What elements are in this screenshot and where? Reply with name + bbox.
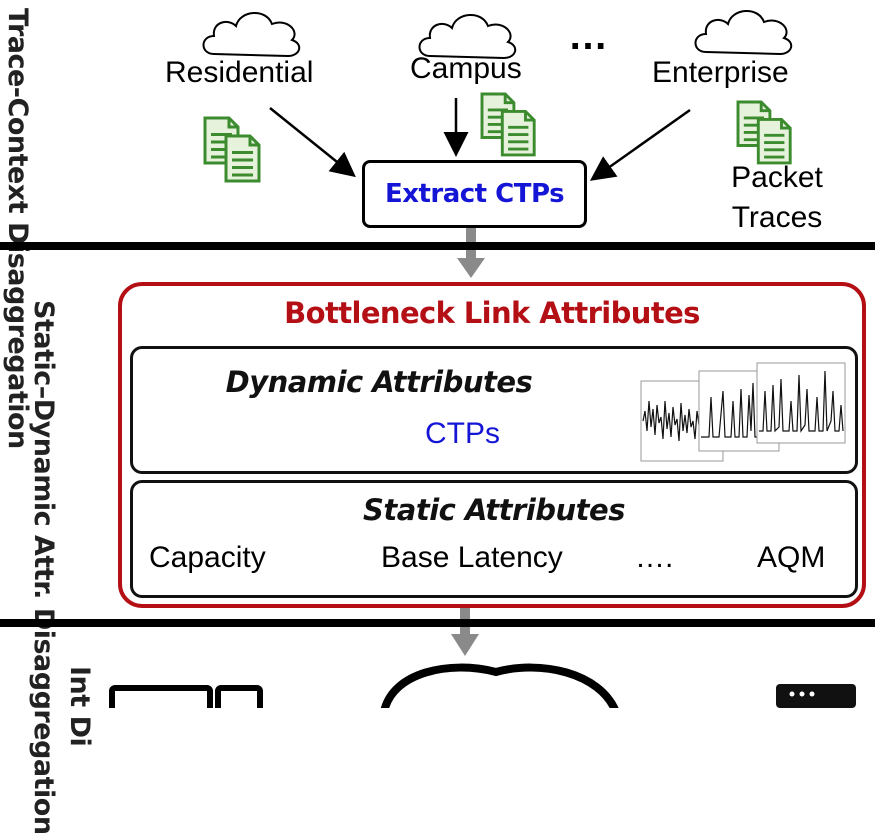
document-icon (205, 118, 259, 181)
dynamic-attributes-title: Dynamic Attributes (225, 365, 533, 399)
packet-traces-label: Packet Traces (731, 161, 823, 234)
document-icon (482, 94, 534, 155)
arrow-icon (451, 600, 479, 656)
source-campus: Campus (410, 52, 522, 85)
source-residential: Residential (165, 56, 314, 89)
cloud-icon (381, 663, 619, 708)
arrow-icon (457, 226, 485, 278)
source-enterprise: Enterprise (652, 56, 789, 89)
dynamic-attributes-box: Dynamic Attributes CTPs (130, 346, 858, 474)
static-item-aqm: AQM (757, 541, 826, 574)
section-divider (0, 619, 875, 627)
arrow-icon (589, 108, 691, 181)
extract-ctps-label: Extract CTPs (384, 179, 565, 209)
source-ellipsis: … (568, 14, 608, 58)
cloud-icon (694, 9, 793, 55)
time-series-icon (640, 362, 846, 462)
static-item-capacity: Capacity (149, 541, 266, 574)
extract-ctps-box: Extract CTPs (362, 160, 587, 228)
section-divider (0, 242, 875, 250)
laptop-icon (109, 685, 263, 708)
server-icon (776, 684, 856, 708)
document-icon (738, 102, 790, 163)
static-attributes-title: Static Attributes (363, 493, 625, 527)
cloud-icon (202, 11, 301, 57)
dynamic-ctps-label: CTPs (425, 417, 500, 450)
diagram-graphics (109, 9, 856, 708)
bottleneck-attributes-title: Bottleneck Link Attributes (284, 296, 700, 330)
static-item-ellipsis: …. (635, 541, 674, 574)
bottleneck-attributes-box: Bottleneck Link Attributes Dynamic Attri… (118, 282, 866, 608)
static-attributes-box: Static Attributes Capacity Base Latency … (130, 480, 858, 598)
static-item-base-latency: Base Latency (381, 541, 563, 574)
arrow-icon (269, 107, 356, 178)
